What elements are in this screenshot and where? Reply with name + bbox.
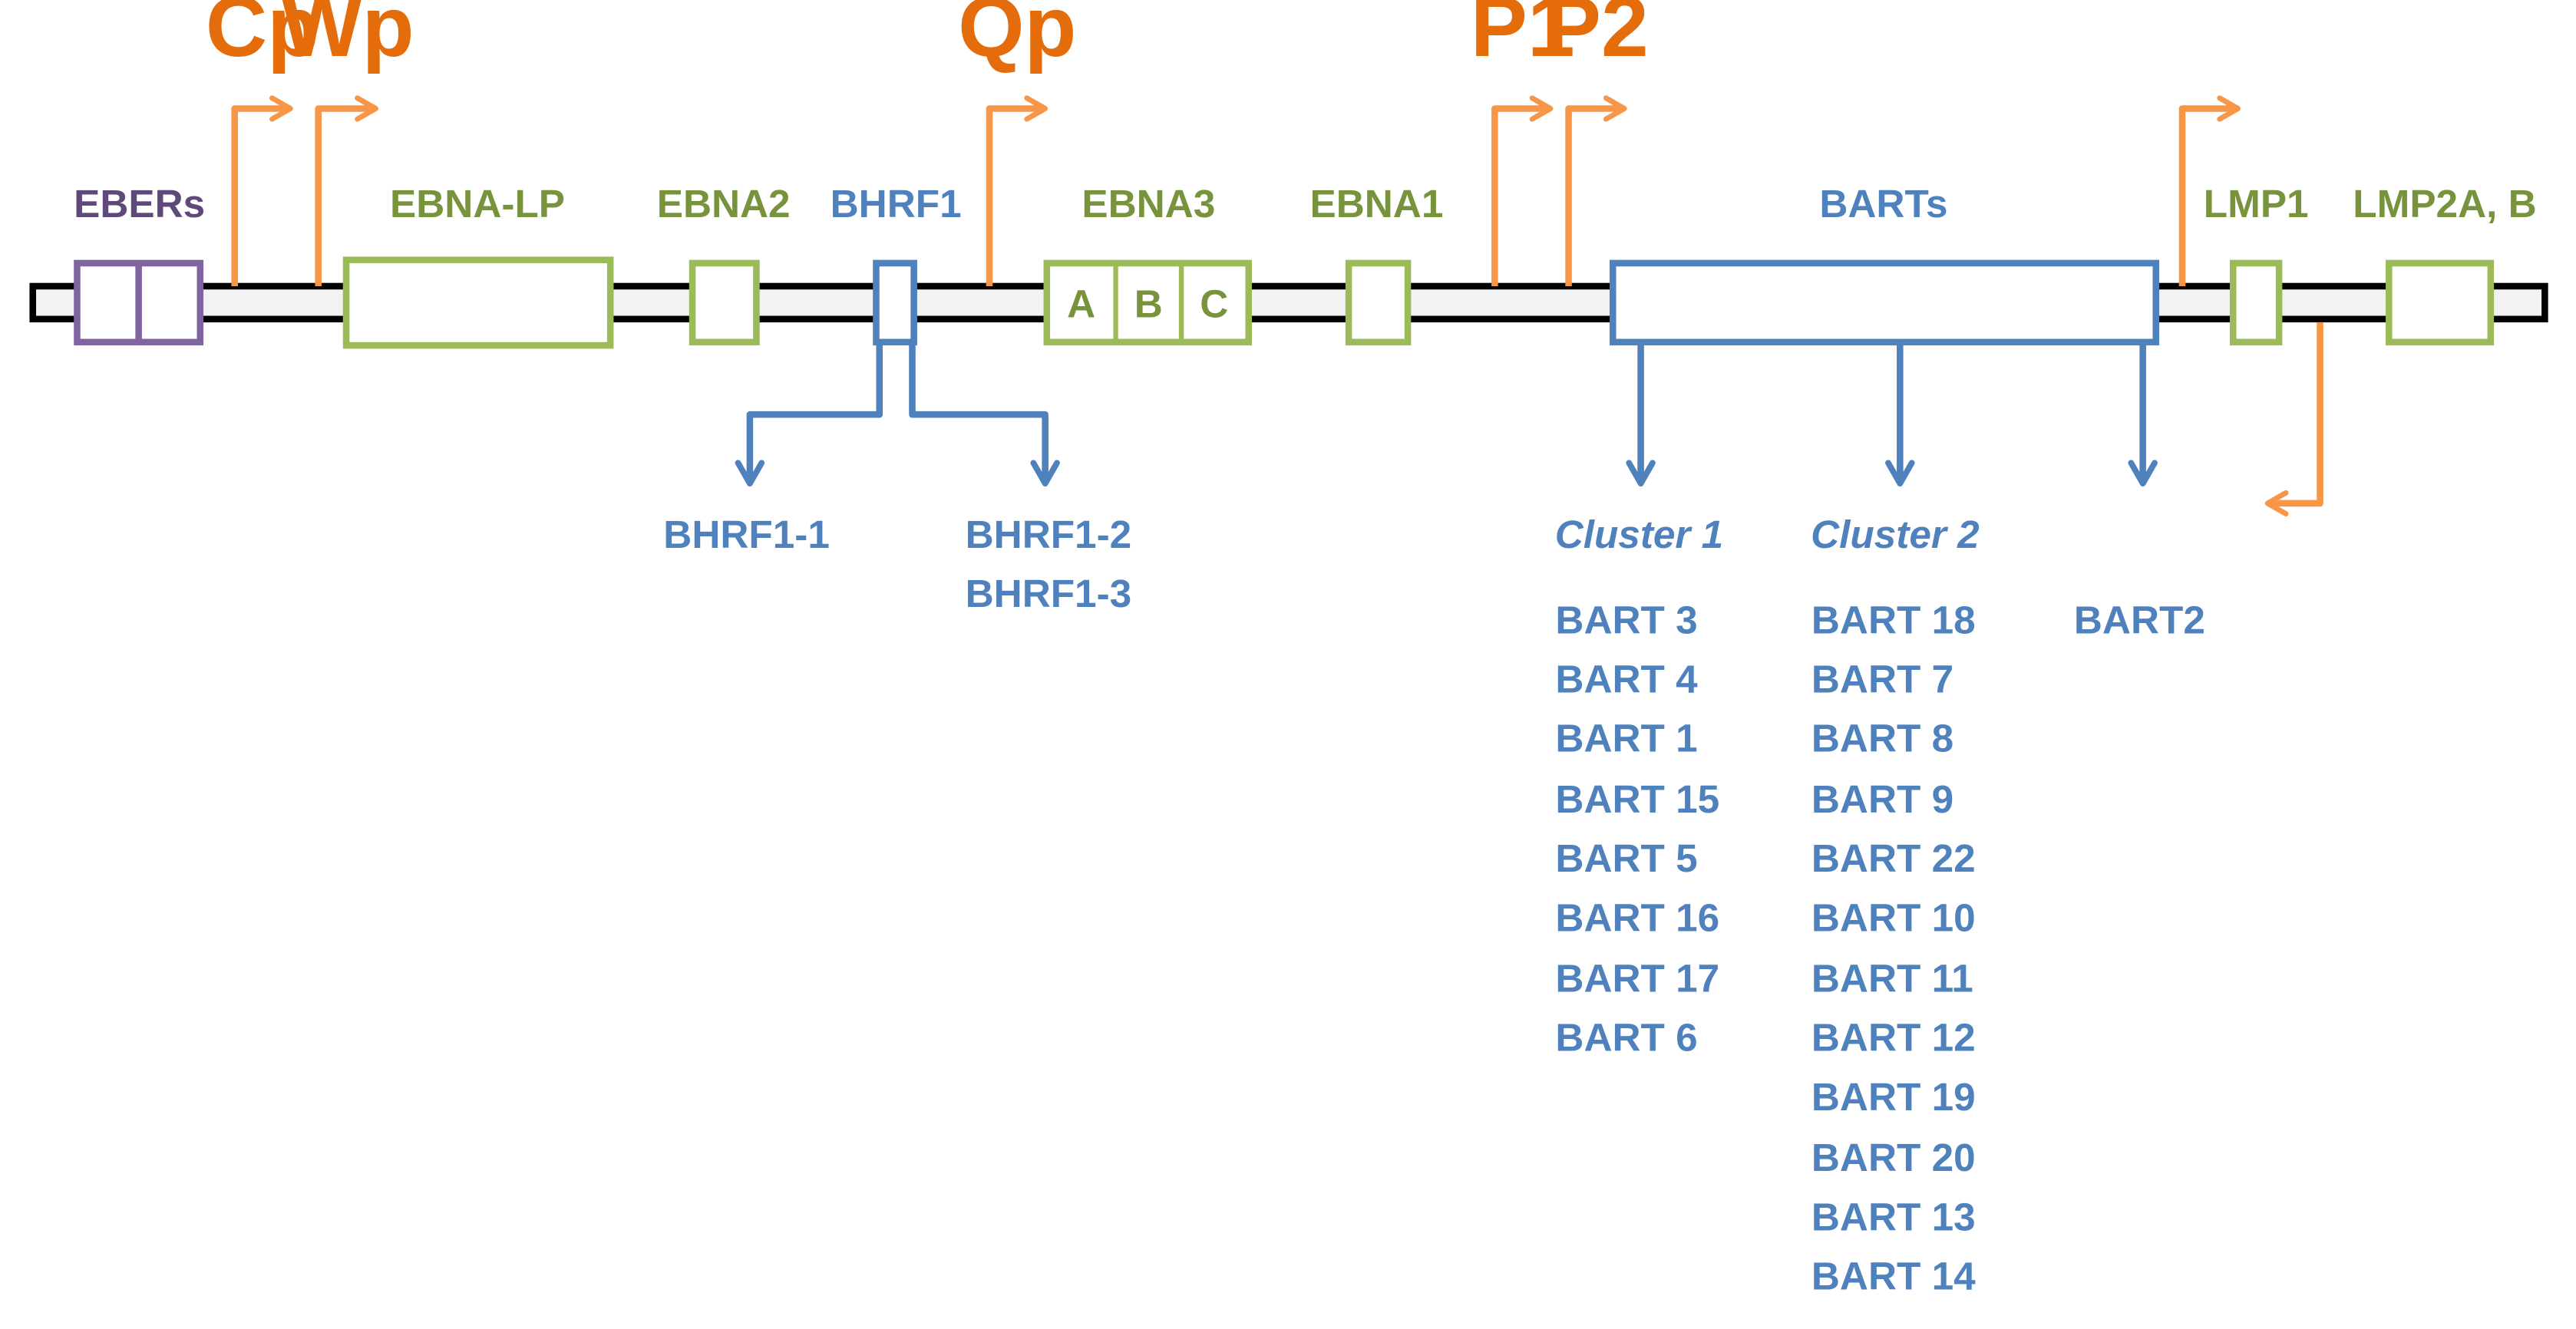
list-item: BART 15 (1555, 777, 1719, 821)
wp-label: Wp (282, 0, 414, 74)
list-item: BART 9 (1811, 777, 1953, 821)
bhrf1-3-label: BHRF1-3 (966, 571, 1132, 615)
ebna-lp-box (342, 256, 614, 349)
ebers-box (74, 259, 204, 346)
list-item: BART 12 (1811, 1015, 1976, 1060)
cluster1-list: BART 3 BART 4 BART 1 BART 15 BART 5 BART… (1555, 597, 1719, 1060)
lmp1-label: LMP1 (2204, 181, 2309, 226)
ebna2-label: EBNA2 (657, 181, 791, 226)
lmp1-promoter-arrow (2178, 95, 2241, 286)
list-item: BART 6 (1555, 1015, 1697, 1060)
ebna3-label: EBNA3 (1082, 181, 1215, 226)
list-item: BART 8 (1811, 716, 1953, 760)
ebna2-box (689, 259, 760, 346)
qp-promoter-arrow (986, 95, 1049, 286)
ebers-label: EBERs (74, 181, 205, 226)
list-item: BART 4 (1555, 656, 1698, 701)
cluster2-list: BART 18 BART 7 BART 8 BART 9 BART 22 BAR… (1811, 597, 1976, 1298)
wp-promoter-arrow (315, 95, 378, 286)
list-item: BART 1 (1555, 716, 1697, 760)
lmp2-promoter-arrow (2264, 322, 2323, 517)
bhrf1-label: BHRF1 (831, 181, 962, 226)
lmp1-box (2229, 259, 2283, 346)
p1-label: P1 (1471, 0, 1575, 74)
promoter-arrows (231, 95, 2323, 517)
p2-label: P2 (1544, 0, 1649, 74)
lmp2-label: LMP2A, B (2353, 181, 2536, 226)
barts-label: BARTs (1819, 181, 1947, 226)
barts-box (1609, 259, 2160, 346)
ebna3-box (1043, 259, 1252, 346)
bart-arrows (1626, 341, 2158, 487)
list-item: BART 14 (1811, 1253, 1976, 1298)
ebna-lp-label: EBNA-LP (390, 181, 565, 226)
ebna3-a-label: A (1067, 282, 1095, 326)
list-item: BART 18 (1811, 597, 1976, 641)
list-item: BART 20 (1811, 1135, 1976, 1179)
cluster1-title: Cluster 1 (1555, 512, 1723, 556)
ebna1-label: EBNA1 (1310, 181, 1444, 226)
cluster2-title: Cluster 2 (1811, 512, 1980, 556)
p1-promoter-arrow (1491, 95, 1554, 286)
bhrf1-1-arrow (735, 341, 883, 487)
bart2-label: BART2 (2074, 597, 2205, 641)
ebna3-c-label: C (1200, 282, 1228, 326)
p2-promoter-arrow (1565, 95, 1627, 286)
list-item: BART 17 (1555, 956, 1719, 1001)
list-item: BART 22 (1811, 836, 1976, 880)
bhrf1-2-arrow (909, 341, 1060, 487)
list-item: BART 11 (1811, 956, 1973, 1001)
list-item: BART 16 (1555, 895, 1719, 939)
bhrf1-box (873, 259, 917, 346)
cp-label: Cp (206, 0, 319, 74)
list-item: BART 7 (1811, 656, 1953, 701)
bhrf1-mirna-arrows (735, 341, 1060, 487)
ebna1-box (1345, 259, 1412, 346)
lmp2-box (2386, 259, 2495, 346)
list-item: BART 13 (1811, 1194, 1976, 1238)
bhrf1-1-label: BHRF1-1 (663, 512, 830, 556)
cp-promoter-arrow (231, 95, 293, 286)
qp-label: Qp (958, 0, 1076, 74)
list-item: BART 19 (1811, 1074, 1976, 1119)
ebna3-b-label: B (1134, 282, 1163, 326)
bhrf1-2-label: BHRF1-2 (966, 512, 1132, 556)
list-item: BART 10 (1811, 895, 1976, 939)
list-item: BART 5 (1555, 836, 1697, 880)
list-item: BART 3 (1555, 597, 1697, 641)
